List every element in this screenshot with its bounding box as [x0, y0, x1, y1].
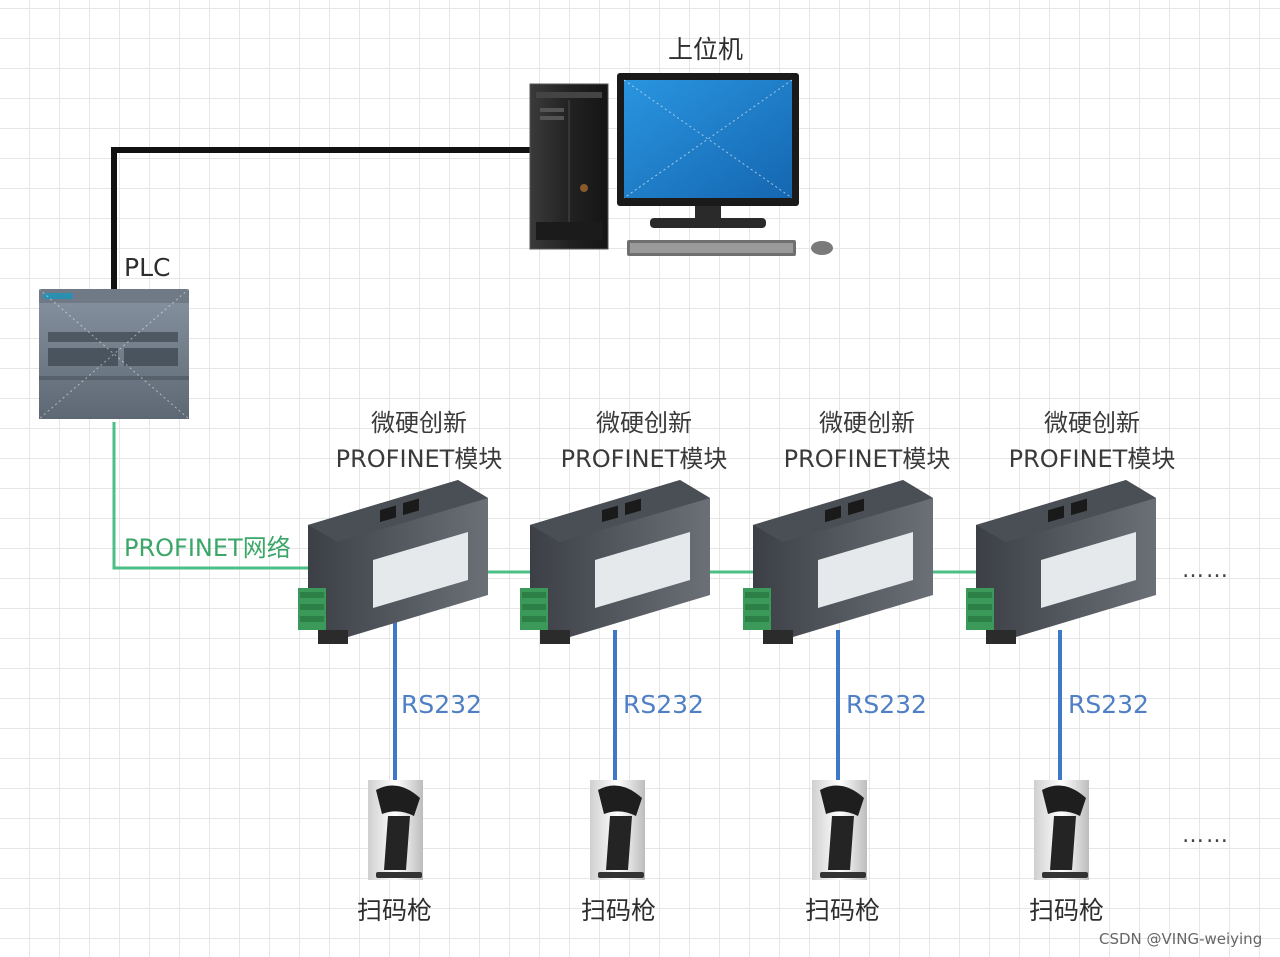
module-type-2: PROFINET模块: [560, 445, 728, 473]
profinet-module-1: [298, 480, 488, 644]
profinet-network-label: PROFINET网络: [124, 534, 291, 562]
profinet-module-2: [520, 480, 710, 644]
plc-label: PLC: [124, 253, 171, 282]
module-type-1: PROFINET模块: [335, 445, 503, 473]
scanner-label-2: 扫码枪: [581, 896, 657, 925]
profinet-module-3: [743, 480, 933, 644]
module-label-4: 微硬创新 PROFINET模块: [977, 405, 1207, 477]
profinet-module-4: [966, 480, 1156, 644]
more-scanners-ellipsis: ……: [1182, 823, 1230, 848]
rs232-label-2: RS232: [623, 690, 704, 719]
scanner-label-3: 扫码枪: [805, 896, 881, 925]
module-brand-2: 微硬创新: [596, 409, 692, 437]
module-brand-1: 微硬创新: [371, 409, 467, 437]
more-modules-ellipsis: ……: [1182, 558, 1230, 583]
rs232-label-4: RS232: [1068, 690, 1149, 719]
module-label-2: 微硬创新 PROFINET模块: [529, 405, 759, 477]
pc-tower: [529, 83, 609, 250]
module-type-3: PROFINET模块: [783, 445, 951, 473]
barcode-scanner-2: [590, 780, 645, 880]
module-label-3: 微硬创新 PROFINET模块: [752, 405, 982, 477]
keyboard: [627, 240, 796, 256]
module-brand-3: 微硬创新: [819, 409, 915, 437]
scanner-label-4: 扫码枪: [1029, 896, 1105, 925]
ethernet-cable: [111, 147, 535, 290]
plc-device: [38, 288, 190, 420]
module-type-4: PROFINET模块: [1008, 445, 1176, 473]
profinet-line: [112, 422, 318, 570]
barcode-scanner-4: [1034, 780, 1089, 880]
scanner-label-1: 扫码枪: [357, 896, 433, 925]
rs232-label-1: RS232: [401, 690, 482, 719]
module-label-1: 微硬创新 PROFINET模块: [304, 405, 534, 477]
barcode-scanner-3: [812, 780, 867, 880]
host-label: 上位机: [668, 35, 744, 64]
monitor: [617, 73, 799, 228]
barcode-scanner-1: [368, 780, 423, 880]
mouse: [811, 241, 833, 255]
module-brand-4: 微硬创新: [1044, 409, 1140, 437]
rs232-label-3: RS232: [846, 690, 927, 719]
credit-text: CSDN @VING-weiying: [1099, 930, 1263, 948]
